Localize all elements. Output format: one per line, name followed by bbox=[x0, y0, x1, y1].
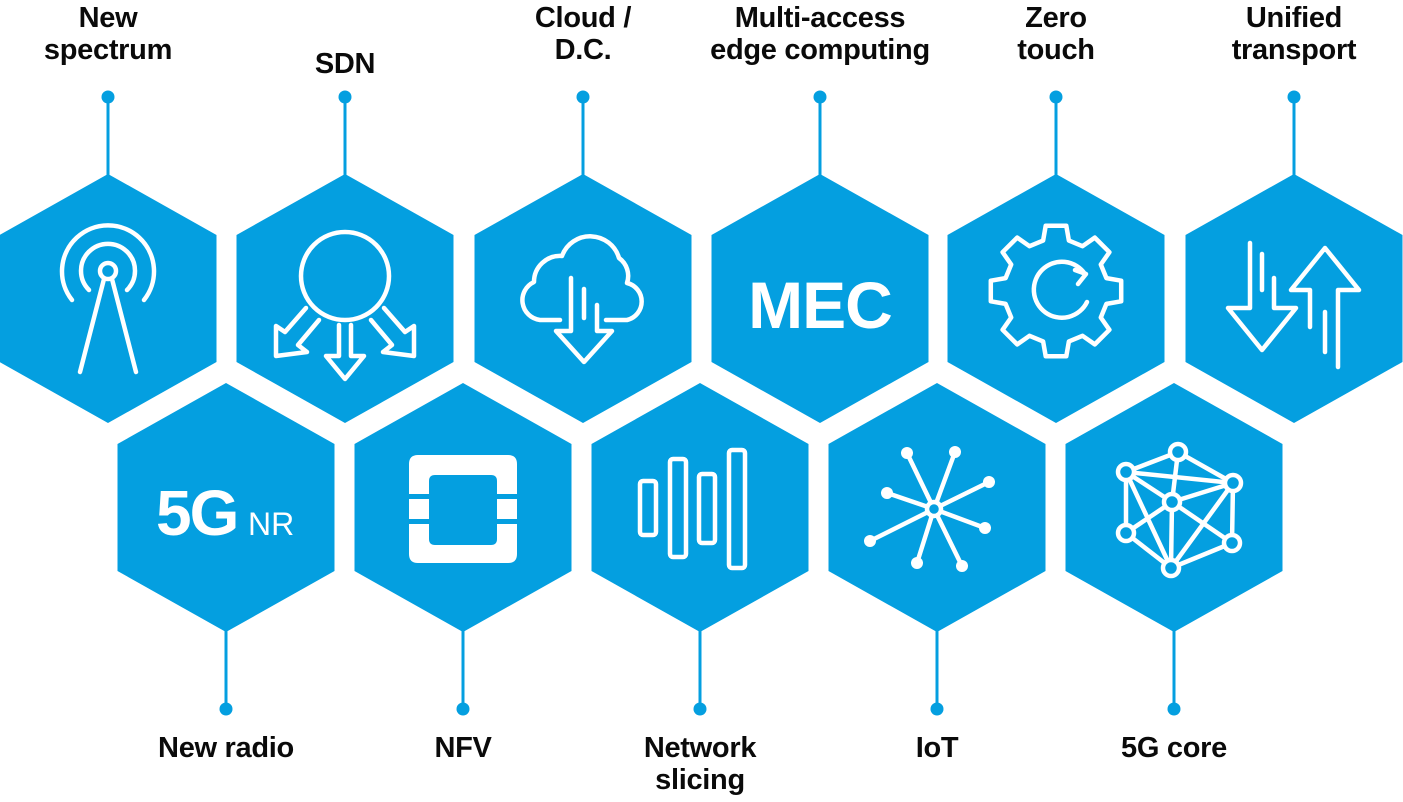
mesh-node bbox=[1221, 532, 1243, 554]
iot-hub bbox=[924, 499, 944, 519]
iot-link bbox=[931, 449, 958, 512]
iot-node bbox=[911, 557, 923, 569]
mesh-node bbox=[1161, 491, 1183, 513]
label-5g-core: 5G core bbox=[1121, 732, 1227, 764]
mesh-link bbox=[1123, 469, 1236, 486]
connector-dot bbox=[1287, 90, 1301, 104]
label-iot: IoT bbox=[915, 732, 959, 764]
iot-link bbox=[914, 506, 937, 566]
connectors bbox=[101, 90, 1301, 716]
iot-link bbox=[867, 506, 937, 544]
mec-text-icon: MEC bbox=[748, 268, 892, 342]
antenna-icon bbox=[59, 223, 157, 375]
connector-dot bbox=[813, 90, 827, 104]
hexagon-5 bbox=[947, 174, 1165, 423]
label-new-spectrum: New spectrum bbox=[43, 2, 173, 66]
hexagons bbox=[0, 174, 1403, 632]
iot-node bbox=[979, 522, 991, 534]
iot-link bbox=[904, 450, 937, 512]
mesh-node bbox=[1167, 441, 1189, 463]
5g-nr-icon: 5G NR bbox=[156, 477, 294, 549]
iot-link bbox=[931, 506, 965, 569]
label-multi-access-edge-computing: Multi-access edge computing bbox=[710, 2, 930, 66]
connector-dot bbox=[930, 702, 944, 716]
mesh-node bbox=[1115, 461, 1137, 483]
connector-dot bbox=[576, 90, 590, 104]
label-new-radio: New radio bbox=[158, 732, 294, 764]
label-unified-transport: Unified transport bbox=[1231, 2, 1357, 66]
connector-dot bbox=[219, 702, 233, 716]
mesh-link bbox=[1169, 480, 1236, 505]
connector-dot bbox=[101, 90, 115, 104]
cloud-download-icon bbox=[520, 234, 644, 365]
hexagon-6 bbox=[1185, 174, 1403, 423]
mesh-node bbox=[1222, 472, 1244, 494]
slicing-bars-icon bbox=[637, 447, 748, 571]
iot-node bbox=[956, 560, 968, 572]
nfv-openstack-icon bbox=[409, 455, 517, 563]
connector-dot bbox=[338, 90, 352, 104]
svg-text:5G: 5G bbox=[156, 477, 237, 549]
gear-refresh-icon bbox=[988, 223, 1124, 359]
mesh-link bbox=[1175, 449, 1236, 486]
connector-dot bbox=[1167, 702, 1181, 716]
mesh-link bbox=[1168, 540, 1235, 571]
up-down-arrows-icon bbox=[1225, 240, 1362, 370]
label-zero-touch: Zero touch bbox=[1017, 2, 1095, 66]
mesh-node bbox=[1115, 522, 1137, 544]
label-cloud-dc: Cloud / D.C. bbox=[534, 2, 632, 66]
connector-dot bbox=[1049, 90, 1063, 104]
iot-node bbox=[881, 487, 893, 499]
mesh-node bbox=[1160, 557, 1182, 579]
iot-node bbox=[901, 447, 913, 459]
iot-node bbox=[983, 476, 995, 488]
hexagon-1 bbox=[0, 174, 217, 423]
iot-node bbox=[949, 446, 961, 458]
hexagon-7 bbox=[117, 383, 335, 632]
mesh-link bbox=[1168, 499, 1175, 571]
connector-dot bbox=[456, 702, 470, 716]
hexagon-8 bbox=[354, 383, 572, 632]
network-mesh-icon bbox=[1115, 441, 1244, 579]
label-sdn: SDN bbox=[314, 48, 376, 80]
sdn-distribution-icon bbox=[273, 229, 417, 382]
label-network-slicing: Network slicing bbox=[643, 732, 757, 796]
connector-dot bbox=[693, 702, 707, 716]
hexagon-4 bbox=[711, 174, 929, 423]
svg-text:NR: NR bbox=[248, 506, 294, 542]
hexagon-2 bbox=[236, 174, 454, 423]
mesh-link bbox=[1168, 480, 1236, 571]
label-nfv: NFV bbox=[434, 732, 492, 764]
iot-node bbox=[864, 535, 876, 547]
iot-hub-icon bbox=[864, 446, 995, 572]
iot-link bbox=[931, 479, 992, 512]
